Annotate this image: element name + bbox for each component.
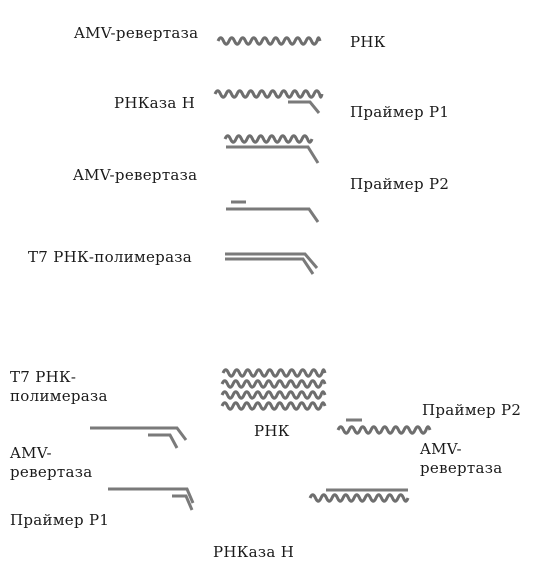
cdna-left-lower-cycle xyxy=(108,487,195,504)
dsdna-left-cycle xyxy=(90,426,188,441)
primer-p1-left-lower-cycle xyxy=(172,494,194,511)
label-primer-p2-cycle: Праймер Р2 xyxy=(422,401,522,419)
primer-p1-left-cycle xyxy=(148,433,179,449)
rna-copy-3 xyxy=(220,390,327,400)
label-rnase-h-cycle: РНКаза Н xyxy=(213,543,295,561)
label-amv-reverse-transcriptase-second: AMV-ревертаза xyxy=(73,166,198,184)
rna-copy-2 xyxy=(220,379,327,389)
dsdna-strand-bottom-step5 xyxy=(225,257,315,275)
rna-copy-4 xyxy=(220,401,327,411)
cdna-step3 xyxy=(226,145,320,164)
rna-right-cycle xyxy=(336,425,432,435)
rna-strand-step3 xyxy=(223,134,314,144)
rna-strand-step2 xyxy=(213,89,324,99)
label-t7-rna-polymerase-top: Т7 РНК-полимераза xyxy=(28,248,193,266)
rna-strand-step1 xyxy=(216,36,322,46)
label-t7-rna-polymerase-cycle: Т7 РНК-полимераза xyxy=(10,368,108,405)
rna-copy-1 xyxy=(221,368,327,378)
label-rnase-h-top: РНКаза Н xyxy=(114,94,196,112)
dsdna-strand-top-step5 xyxy=(225,252,319,269)
label-primer-p2-top: Праймер Р2 xyxy=(350,175,450,193)
label-amv-reverse-transcriptase-top: AMV-ревертаза xyxy=(74,24,199,42)
label-rna-top: РНК xyxy=(350,33,386,51)
primer-p1-step2 xyxy=(288,100,321,114)
label-rna-cycle: РНК xyxy=(254,422,290,440)
label-amv-reverse-transcriptase-right: AMV-ревертаза xyxy=(420,440,503,477)
rna-strand-right-lower-cycle xyxy=(308,493,410,503)
label-amv-reverse-transcriptase-left: AMV-ревертаза xyxy=(10,444,93,481)
label-primer-p1-top: Праймер Р1 xyxy=(350,103,450,121)
label-primer-p1-cycle: Праймер Р1 xyxy=(10,511,110,529)
cdna-step4 xyxy=(226,207,320,223)
